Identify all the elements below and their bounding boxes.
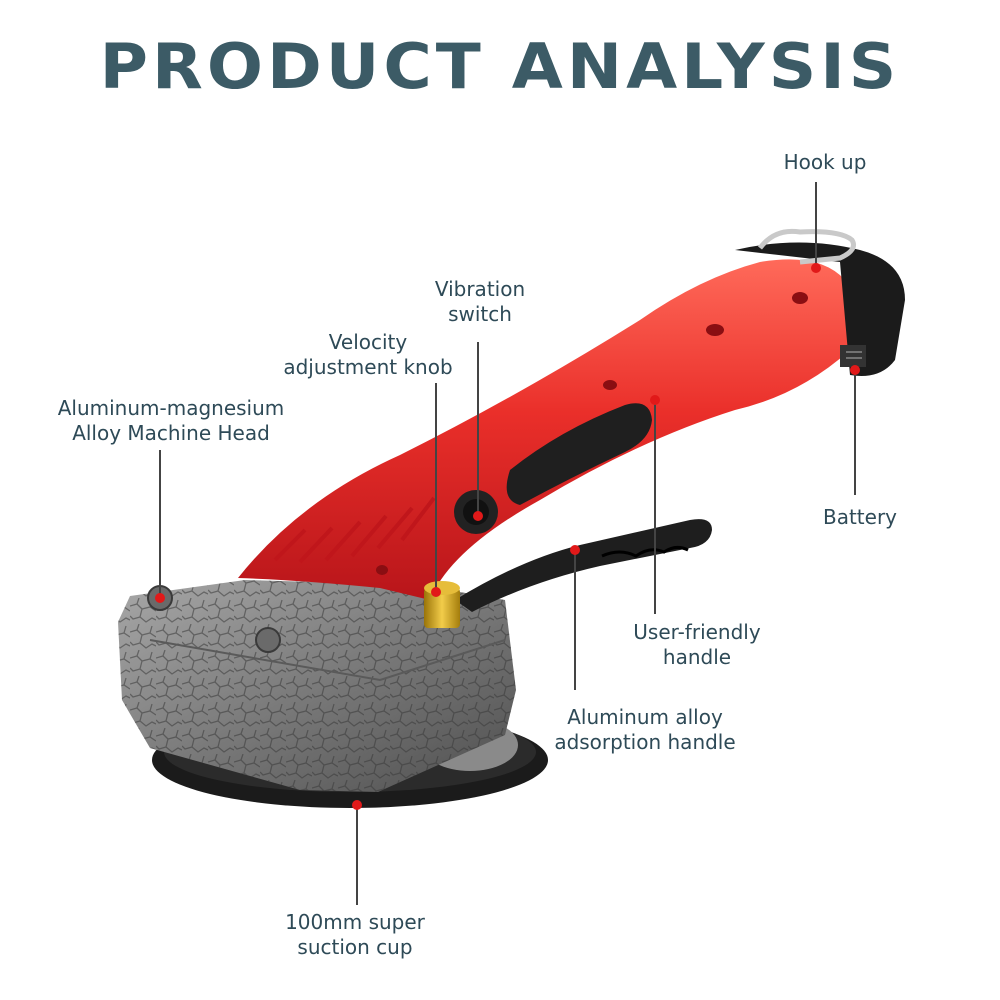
velocity-knob bbox=[424, 581, 460, 628]
adsorption-handle bbox=[455, 519, 712, 612]
page-title: PRODUCT ANALYSIS bbox=[99, 29, 901, 104]
leader-dots bbox=[155, 263, 860, 810]
label-user-handle: User-friendly handle bbox=[633, 620, 761, 669]
red-body bbox=[238, 259, 850, 600]
hook bbox=[758, 228, 856, 265]
label-adsorption-handle: Aluminum alloy adsorption handle bbox=[554, 705, 736, 754]
label-vibration-switch: Vibration switch bbox=[434, 277, 526, 326]
label-hook-up: Hook up bbox=[783, 150, 867, 174]
label-battery: Battery bbox=[822, 505, 898, 529]
user-friendly-grip bbox=[506, 403, 652, 505]
label-velocity-knob: Velocity adjustment knob bbox=[283, 330, 453, 379]
label-suction-cup: 100mm super suction cup bbox=[285, 910, 425, 959]
battery-pack bbox=[735, 242, 905, 376]
leader-lines bbox=[159, 182, 856, 905]
label-machine-head: Aluminum-magnesium Alloy Machine Head bbox=[57, 396, 285, 445]
